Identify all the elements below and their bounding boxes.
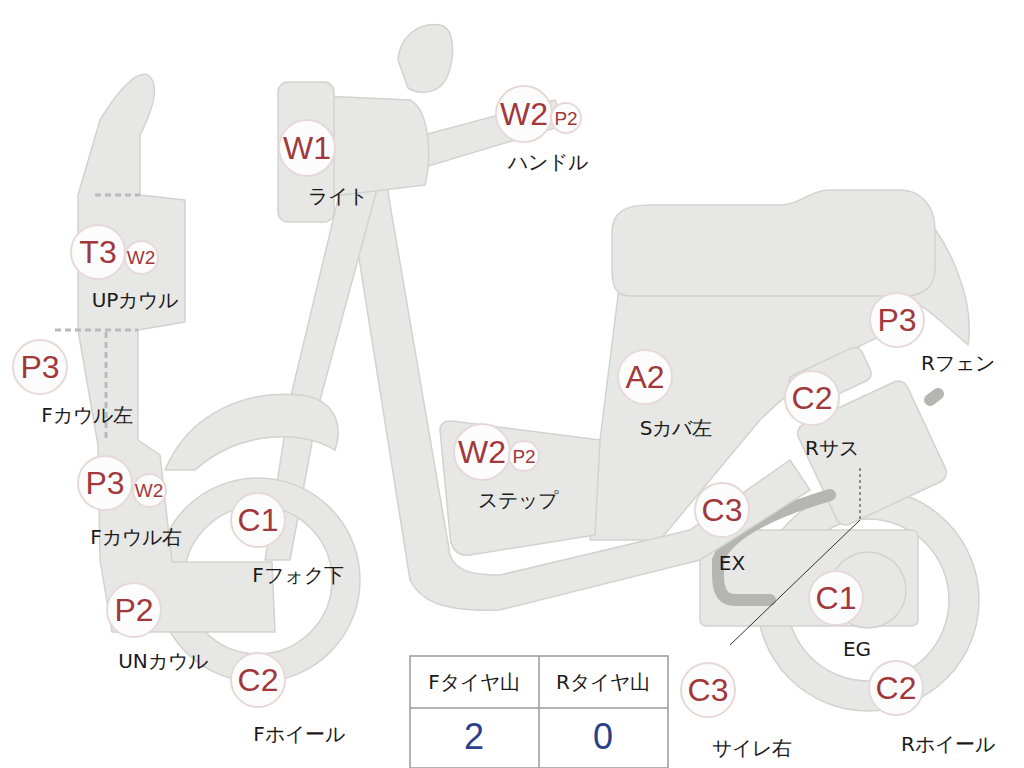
damage-code: W1 <box>283 132 331 164</box>
part-name: Fカウル右 <box>90 526 182 548</box>
damage-code-circle: C2 <box>784 370 840 426</box>
front-cowl <box>78 74 275 632</box>
step-floor <box>440 421 600 555</box>
damage-code-circle: C1 <box>808 570 864 626</box>
damage-code: T3 <box>79 236 116 268</box>
damage-code: C3 <box>702 494 743 526</box>
damage-code-circle: C2 <box>868 660 924 716</box>
mirror <box>398 25 453 93</box>
part-name: Sカバ左 <box>640 417 713 439</box>
damage-code: W2 <box>127 248 156 267</box>
damage-code-circle: P2 <box>550 102 582 134</box>
damage-code-circle: P3 <box>869 292 925 348</box>
damage-code: C1 <box>238 504 279 536</box>
damage-code: P3 <box>877 304 916 336</box>
part-name: サイレ右 <box>712 737 792 759</box>
damage-code: C2 <box>792 382 833 414</box>
part-name: Rサス <box>805 437 859 459</box>
part-name: Rホイール <box>901 733 995 755</box>
table-cell: Rタイヤ山 <box>556 671 650 693</box>
damage-code: C2 <box>876 672 917 704</box>
part-name: EX <box>719 552 745 574</box>
part-name: Fフォク下 <box>252 564 344 586</box>
damage-code: C3 <box>688 674 729 706</box>
tire-table <box>410 656 668 768</box>
damage-code-circle: W2 <box>124 240 159 275</box>
table-cell: Fタイヤ山 <box>428 671 520 693</box>
damage-code: W2 <box>458 436 506 468</box>
part-name: EG <box>843 638 871 660</box>
table-cell: 2 <box>464 717 484 757</box>
damage-code: P2 <box>512 447 535 466</box>
damage-code-circle: T3 <box>70 224 126 280</box>
damage-code: W2 <box>135 481 164 500</box>
part-name: UNカウル <box>118 650 208 672</box>
damage-code-circle: C1 <box>230 492 286 548</box>
part-name: Fホイール <box>253 723 345 745</box>
seat <box>612 190 935 296</box>
damage-code: C2 <box>238 664 279 696</box>
part-name: ステップ <box>478 489 558 511</box>
damage-code-circle: W2 <box>132 473 167 508</box>
damage-code: A2 <box>625 361 664 393</box>
damage-code: C1 <box>816 582 857 614</box>
damage-code-circle: P3 <box>77 455 133 511</box>
damage-code: W2 <box>500 98 548 130</box>
damage-code-circle: C2 <box>230 652 286 708</box>
table-cell: 0 <box>593 717 613 757</box>
damage-code-circle: W1 <box>278 119 336 177</box>
damage-code-circle: A2 <box>617 349 673 405</box>
part-name: ハンドル <box>508 151 588 173</box>
damage-code-circle: P3 <box>12 339 68 395</box>
damage-code-circle: W2 <box>495 85 553 143</box>
frame <box>345 170 810 610</box>
damage-code-circle: C3 <box>680 662 736 718</box>
damage-code-circle: W2 <box>453 423 511 481</box>
part-name: Rフェン <box>921 352 995 374</box>
damage-code: P2 <box>554 109 577 128</box>
front-fender <box>165 394 338 470</box>
damage-code-circle: P2 <box>508 440 540 472</box>
damage-code: P3 <box>20 351 59 383</box>
damage-code: P3 <box>85 467 124 499</box>
part-name: Fカウル左 <box>41 404 133 426</box>
damage-code-circle: C3 <box>694 482 750 538</box>
part-name: ライト <box>308 185 368 207</box>
part-name: UPカウル <box>92 289 179 311</box>
damage-code: P2 <box>114 594 153 626</box>
damage-code-circle: P2 <box>106 582 162 638</box>
